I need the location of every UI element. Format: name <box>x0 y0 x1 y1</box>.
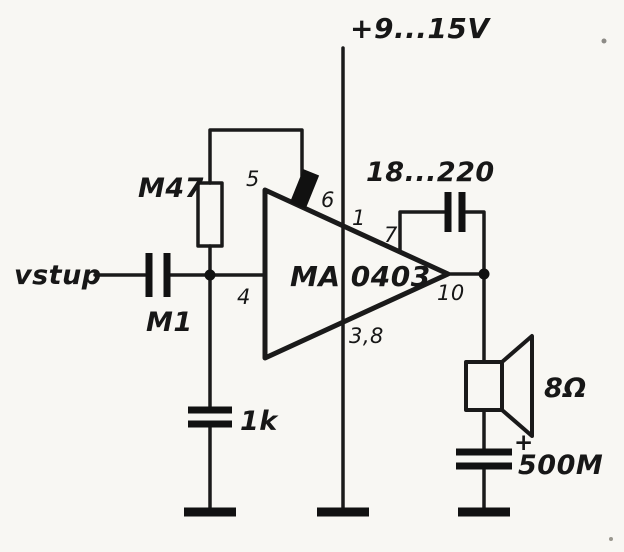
speaker-label: 8Ω <box>544 373 587 404</box>
feedback-wire-right <box>464 210 486 272</box>
feedback-wire-left <box>398 210 446 252</box>
opamp-triangle <box>262 187 451 361</box>
paper-speck <box>601 38 607 44</box>
paper-speck <box>609 537 613 541</box>
resistor-m47-symbol <box>196 181 224 248</box>
capacitor-fb-label: 18...220 <box>366 157 495 188</box>
pin-4-label: 4 <box>237 285 251 309</box>
capacitor-500m-label: 500M <box>518 450 603 481</box>
speaker-icon <box>464 360 504 412</box>
junction-dot-input <box>204 269 216 281</box>
speaker-cone-icon <box>500 334 534 438</box>
pin-1-label: 1 <box>352 206 366 230</box>
component-1k-label: 1k <box>240 406 279 437</box>
capacitor-m1-label: M1 <box>146 307 193 338</box>
junction-dot-output <box>478 268 490 280</box>
strap-to-resistor-wire <box>208 128 304 185</box>
polarity-plus-label: + <box>514 430 534 456</box>
pin-7-label: 7 <box>384 223 398 247</box>
pin-6-label: 6 <box>321 188 335 212</box>
supply-label: +9...15V <box>350 12 491 45</box>
pin-10-label: 10 <box>437 281 465 305</box>
ic-label: MA 0403 <box>290 260 431 293</box>
pin-5-label: 5 <box>246 167 260 191</box>
input-label: vstup <box>14 260 102 291</box>
pin-strap-block <box>289 169 320 209</box>
pin-3-8-label: 3,8 <box>349 324 384 348</box>
resistor-m47-label: M47 <box>138 173 204 204</box>
